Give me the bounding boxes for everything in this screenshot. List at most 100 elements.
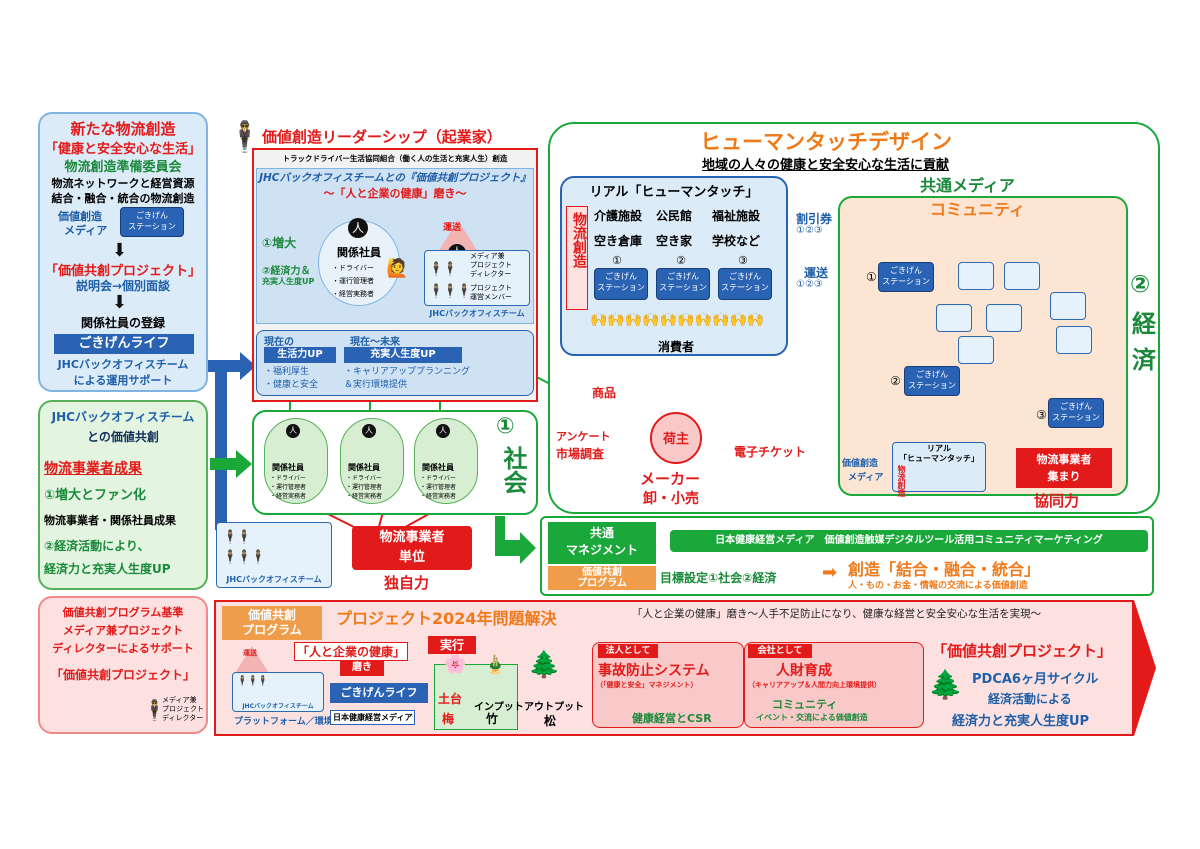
transport-label: 運送 <box>804 266 829 280</box>
station-label: ごきげん ステーション <box>128 211 176 231</box>
cm-real-box <box>892 442 986 492</box>
left-top-project: 「価値共創プロジェクト」 <box>44 264 201 279</box>
person-icon: 人 <box>286 424 300 438</box>
econ1: 経 <box>1132 310 1156 338</box>
station-venn-1: ごきげん ステーション <box>878 262 934 292</box>
station-venn-3: ごきげん ステーション <box>1048 398 1104 428</box>
human-touch-title: ヒューマンタッチデザイン <box>700 130 952 154</box>
leader-media-pd: メディア兼 プロジェクト ディレクター <box>470 252 512 279</box>
product-label: 商品 <box>592 386 617 400</box>
bottom-comp3: （キャリアアップ＆人間力向上環境提供） <box>748 681 881 689</box>
real-n2: ② <box>676 254 686 267</box>
people-figures-icon: 🕴🕴 <box>428 262 458 277</box>
unit-line1: 物流事業者 <box>379 530 445 545</box>
leader-bottom-panel <box>256 330 534 396</box>
welfare-line1: ・福利厚生 <box>264 367 310 377</box>
left-top-media1: 価値創造 <box>58 210 102 223</box>
station-label: ごきげん ステーション <box>882 266 930 286</box>
mgmt-create: 創造「結合・融合・統合」 <box>848 560 1041 579</box>
consumer-crowd-icon: 🙌🙌🙌🙌🙌🙌🙌🙌🙌🙌 <box>590 312 765 328</box>
left-top-support1: JHCバックオフィスチーム <box>57 358 189 371</box>
discount-label: 割引券 <box>796 212 833 226</box>
people-figures-icon: 🕴🕴🕴 <box>428 284 473 299</box>
econ2: 済 <box>1132 346 1156 374</box>
career-line1: ・キャリアアッププランニング <box>344 367 471 377</box>
person-icon: 人 <box>436 424 450 438</box>
leader-jhc1: JHCバックオフィスチームとの『価値共創プロジェクト』 <box>259 172 531 184</box>
left-top-title2: 「健康と安全安心な生活」 <box>44 142 201 157</box>
shipper-label: 荷主 <box>662 432 689 447</box>
unit-line2: 単位 <box>398 550 425 565</box>
left-bottom-panel <box>38 596 208 734</box>
mgmt-prog-line2: プログラム <box>577 578 627 589</box>
gather-line1: 物流事業者 <box>1036 453 1092 466</box>
left-bottom-l1: 価値共創プログラム基準 <box>62 606 184 619</box>
gokigen-station-badge: ごきげん ステーション <box>120 207 184 237</box>
survey-label2: 市場調査 <box>556 447 605 461</box>
transport-numbers: ①②③ <box>796 279 823 290</box>
director-line2: プロジェクト <box>162 705 204 713</box>
society-staff-title-3: 関係社員 <box>422 463 454 472</box>
common-media-title1: 共通メディア <box>920 176 1015 195</box>
bottom-unso: 運送 <box>243 649 257 657</box>
bottom-program-tag: 価値共創 プログラム <box>222 606 322 640</box>
mini-card-icon <box>1050 292 1086 320</box>
take-tree-icon: 🎍 <box>484 654 507 675</box>
logistics-box <box>566 206 588 310</box>
real-touch-panel <box>560 176 788 356</box>
left-top-support2: による運用サポート <box>73 374 173 387</box>
media-pd-line2: プロジェクト <box>470 261 512 269</box>
leader-jhc2: 〜「人と企業の健康」磨き〜 <box>323 187 467 200</box>
mini-card-icon <box>1056 326 1092 354</box>
leader-staff-list: ・ドライバー ・運行管理者 ・経営実務者 <box>332 262 374 301</box>
staff-manager: ・運行管理者 <box>332 277 374 285</box>
bottom-backoffice-card <box>232 672 324 712</box>
left-mid-t4: ①増大とファン化 <box>44 488 147 503</box>
station-label: ごきげん ステーション <box>1052 402 1100 422</box>
bottom-take: 竹 <box>486 712 499 726</box>
real-n1: ① <box>612 254 622 267</box>
survey-label1: アンケート <box>556 430 611 443</box>
fac-2: 公民館 <box>656 209 693 223</box>
station-label: ごきげん ステーション <box>597 272 645 292</box>
venn-n1: ① <box>866 270 877 284</box>
left-bottom-l3: ディレクターによるサポート <box>52 642 194 655</box>
staff-manager: ・運行管理者 <box>346 484 383 491</box>
eticket-label: 電子チケット <box>734 445 807 459</box>
society-label: 社会 <box>499 446 527 494</box>
station-label: ごきげん ステーション <box>908 370 956 390</box>
station-label: ごきげん ステーション <box>721 272 769 292</box>
maker-label2: 卸・小売 <box>643 491 699 507</box>
bottom-comp4: コミュニティ <box>772 698 838 711</box>
left-mid-panel <box>38 400 208 590</box>
right-arrow-icon: ➡ <box>822 562 838 583</box>
corp-tag: 法人として <box>598 644 658 658</box>
bonsai-tree-icon: 🌲 <box>928 668 963 701</box>
left-mid-t5: 物流事業者・関係社員成果 <box>44 514 176 527</box>
shipper-circle <box>650 412 702 464</box>
gather-tag: 物流事業者 集まり <box>1016 448 1112 488</box>
common-mgmt-line2: マネジメント <box>565 543 638 557</box>
leader-now: 現在の <box>264 337 294 348</box>
bottom-prog-line1: 価値共創 <box>247 608 296 622</box>
bottom-doudai: 土台 <box>438 692 463 706</box>
bottom-prog-line2: プログラム <box>242 623 302 637</box>
left-mid-t7: 経済力と充実人生度UP <box>44 562 171 576</box>
common-media-title2: コミュニティ <box>930 200 1026 219</box>
maker-label1: メーカー <box>640 470 701 488</box>
leader-sub: トラックドライバー生活協同組合（働く人の生活と充実人生）創造 <box>282 154 508 163</box>
left-top-briefing: 説明会→個別面談 <box>75 279 171 293</box>
staff-business: ・経営実務者 <box>346 493 383 500</box>
leader-econ1: ②経済力＆ <box>262 266 311 277</box>
bottom-pdca: PDCA6ヶ月サイクル <box>972 672 1099 687</box>
station-1: ごきげん ステーション <box>594 268 648 300</box>
matsu-tree-icon: 🌲 <box>528 650 561 680</box>
left-mid-t2: との価値共創 <box>87 430 159 444</box>
bottom-corp3: （「健康と安全」マネジメント） <box>596 681 698 689</box>
media-line-tag: 日本健康経営メディア 価値創造触媒デジタルツール活用コミュニティマーケティング <box>670 530 1148 552</box>
unit-tag: 物流事業者 単位 <box>352 526 472 570</box>
econ-num: ② <box>1130 270 1151 298</box>
staff-manager: ・運行管理者 <box>420 484 457 491</box>
left-mid-t1: JHCバックオフィスチーム <box>51 410 195 424</box>
staff-business: ・経営実務者 <box>420 493 457 500</box>
